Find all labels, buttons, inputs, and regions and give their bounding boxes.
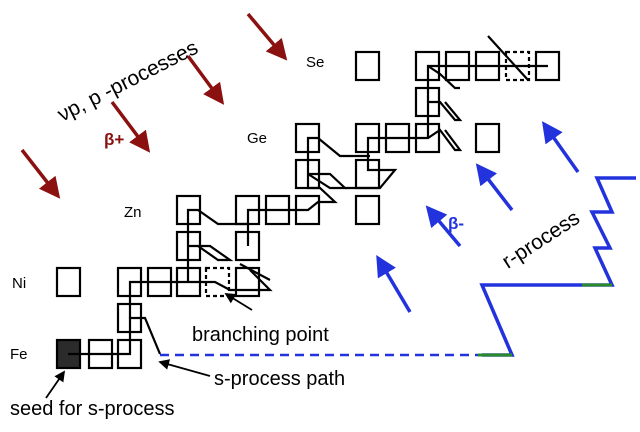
isotope-box — [474, 122, 501, 154]
s-path-pointer-arrow — [158, 359, 211, 377]
r-process-path — [478, 176, 636, 357]
element-label-fe: Fe — [10, 346, 28, 363]
beta-minus-arrow — [376, 254, 412, 313]
beta-minus-label: β- — [448, 214, 465, 233]
beta-minus-arrows — [376, 121, 580, 313]
seed-pointer-arrow — [45, 370, 66, 399]
s-process-path-line — [68, 35, 548, 356]
beta-plus-arrows — [20, 12, 288, 199]
beta-plus-arrow — [246, 12, 288, 61]
s-process-path-label: s-process path — [214, 368, 346, 390]
beta-plus-arrow — [186, 54, 225, 105]
pointer-arrows — [45, 293, 253, 399]
branching-point-label: branching point — [192, 324, 329, 346]
branching-pointer-arrow — [224, 293, 253, 311]
element-label-zn: Zn — [124, 204, 142, 221]
isotope-box — [55, 266, 82, 298]
isotope-box — [354, 50, 381, 82]
element-label-se: Se — [306, 54, 325, 71]
element-label-ni: Ni — [12, 275, 27, 292]
isotope-box — [354, 194, 381, 226]
beta-plus-label: β+ — [104, 130, 125, 149]
beta-plus-arrow — [110, 100, 151, 153]
seed-label: seed for s-process — [10, 398, 175, 420]
element-label-ge: Ge — [247, 130, 268, 147]
beta-minus-arrow — [475, 163, 514, 212]
beta-minus-arrow — [541, 121, 580, 174]
beta-plus-arrow — [20, 148, 61, 199]
beta-minus-arrow — [425, 205, 462, 248]
